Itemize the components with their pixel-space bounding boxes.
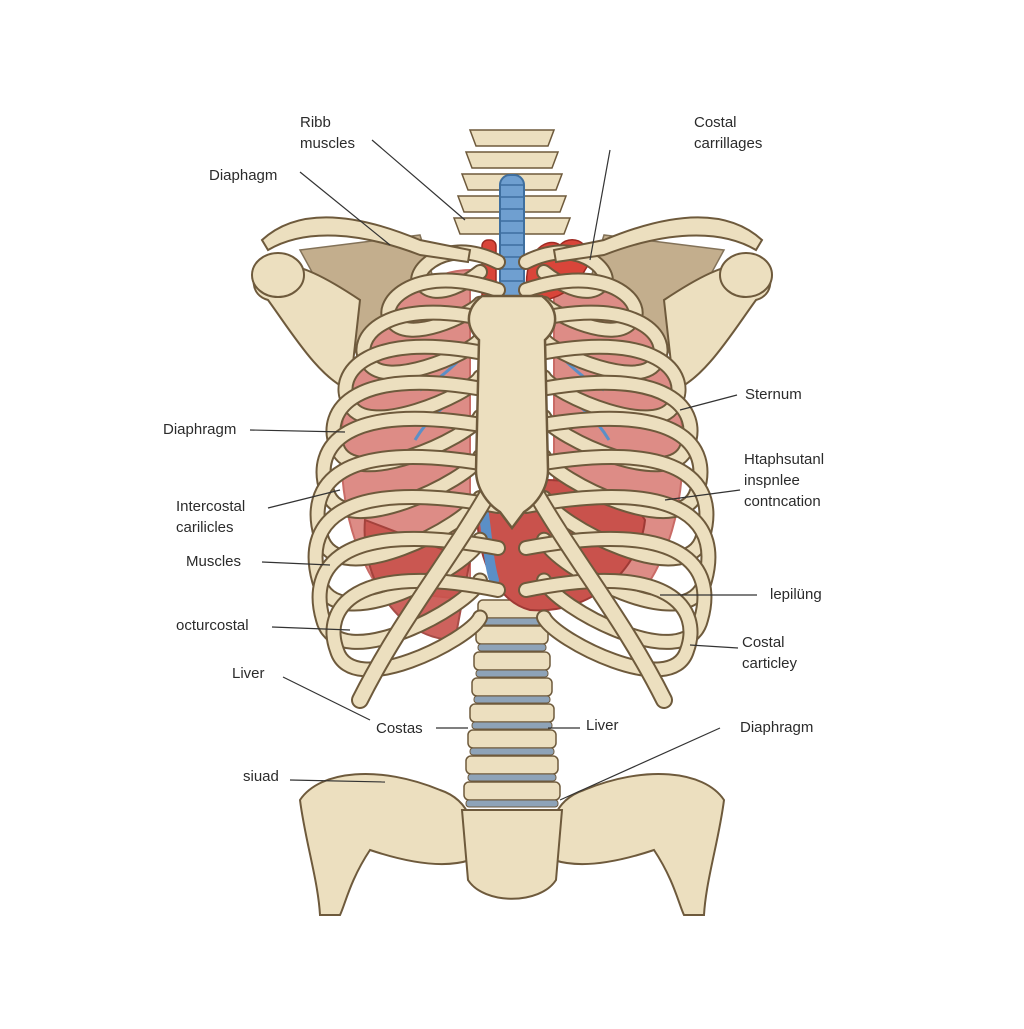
label-octurcostal: octurcostal (176, 617, 249, 634)
sternum (467, 294, 557, 531)
leader-line (679, 394, 738, 411)
left-costal-margin (353, 483, 497, 707)
lumbar-vertebra (469, 703, 555, 723)
leader-line (589, 149, 611, 261)
left-humeral-head (251, 252, 305, 298)
lumbar-vertebra (465, 755, 559, 775)
intervertebral-disc (477, 643, 547, 652)
label-diaphragm-right-block: Htaphsutanl inspnlee contncation (744, 451, 825, 510)
label-diaphragm-top: Diaphagm (209, 167, 278, 184)
lumbar-vertebra (471, 677, 553, 697)
label-costal-cartilages: Costal carrillages (694, 114, 763, 152)
leader-line (371, 139, 466, 221)
leader-line (559, 727, 721, 801)
leader-line (267, 489, 341, 509)
lumbar-vertebra (463, 781, 561, 801)
leader-line (271, 626, 351, 631)
intervertebral-disc (479, 617, 545, 626)
scapulae (251, 252, 773, 392)
intervertebral-disc (471, 721, 553, 730)
label-rib-muscles: Ribb muscles (300, 114, 356, 152)
right-ilium (549, 773, 726, 916)
leader-line (261, 561, 331, 566)
lumbar-vertebra (475, 625, 549, 645)
label-siuad: siuad (243, 768, 279, 785)
label-liver-center: Liver (586, 717, 619, 734)
left-rib (327, 574, 504, 676)
intervertebral-disc (475, 669, 549, 678)
intervertebral-disc (465, 799, 559, 808)
lumbar-vertebra (467, 729, 557, 749)
right-costal-margin (527, 483, 671, 707)
right-rib (520, 574, 697, 676)
right-rib (520, 533, 711, 648)
pelvis (298, 773, 726, 916)
left-ilium (298, 773, 475, 916)
leader-line (689, 644, 739, 649)
clavicles (260, 216, 764, 264)
intervertebral-disc (473, 695, 551, 704)
leader-line (664, 489, 741, 501)
leader-lines (249, 139, 757, 801)
label-diaphragm-left: Diaphragm (163, 421, 237, 438)
label-intercostal-cartilages: Intercostal carilicles (176, 498, 246, 536)
intervertebral-disc (467, 773, 557, 782)
leader-line (299, 171, 391, 246)
leader-line (282, 676, 371, 721)
cervical-vertebra (468, 129, 556, 147)
right-clavicle (552, 216, 764, 264)
label-muscles: Muscles (186, 553, 242, 570)
leader-line (249, 429, 346, 433)
leader-line (289, 779, 386, 783)
left-clavicle (260, 216, 472, 264)
sacrum (460, 809, 564, 900)
label-costas: Costas (376, 720, 423, 737)
label-lepilung: lepilüng (770, 586, 822, 603)
left-rib (313, 533, 504, 648)
label-diaphragm-bottom: Diaphragm (740, 719, 814, 736)
label-costal-carticley: Costal carticley (742, 634, 798, 672)
lumbar-vertebra (473, 651, 551, 671)
sternum-bone (467, 294, 557, 531)
intervertebral-disc (469, 747, 555, 756)
cervical-vertebra (464, 151, 560, 169)
label-liver-left: Liver (232, 665, 265, 682)
label-sternum: Sternum (745, 386, 802, 403)
right-humeral-head (719, 252, 773, 298)
